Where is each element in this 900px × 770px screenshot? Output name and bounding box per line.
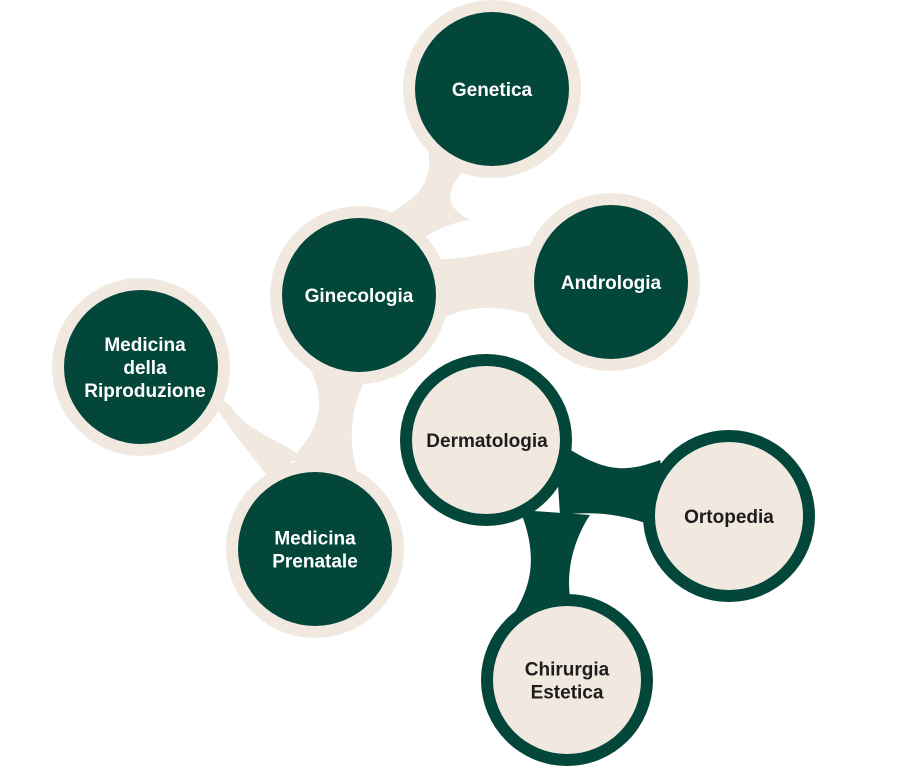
connector-ginecologia-prenatale [290,360,370,480]
connector-ginecologia-andrologia [420,245,540,330]
node-chirurgia-estetica-circle [493,606,641,754]
label-line: Prenatale [272,552,358,573]
node-medicina-riproduzione-circle [64,290,218,444]
connector-riproduzione-prenatale [205,390,300,480]
node-dermatologia[interactable]: Dermatologia [412,366,560,514]
node-andrologia-circle [534,205,688,359]
node-genetica[interactable]: Genetica [415,12,569,166]
node-ginecologia-circle [282,218,436,372]
node-andrologia-label: Andrologia [561,273,662,294]
node-dermatologia-label: Dermatologia [426,431,548,452]
label-line: Dermatologia [426,431,548,452]
label-line: della [123,358,167,379]
label-line: Riproduzione [84,381,205,402]
node-ginecologia-label: Ginecologia [305,286,414,307]
node-genetica-label: Genetica [452,80,533,101]
node-ginecologia[interactable]: Ginecologia [282,218,436,372]
label-line: Medicina [104,335,186,356]
label-line: Ortopedia [684,507,774,528]
label-line: Chirurgia [525,660,610,681]
node-ortopedia-label: Ortopedia [684,507,774,528]
label-line: Genetica [452,80,533,101]
label-line: Ginecologia [305,286,414,307]
label-line: Andrologia [561,273,662,294]
label-line: Estetica [531,683,604,704]
node-ortopedia[interactable]: Ortopedia [655,442,803,590]
node-andrologia[interactable]: Andrologia [534,205,688,359]
label-line: Medicina [274,529,356,550]
node-dermatologia-circle [412,366,560,514]
node-ortopedia-circle [655,442,803,590]
node-genetica-circle [415,12,569,166]
node-medicina-prenatale-circle [238,472,392,626]
